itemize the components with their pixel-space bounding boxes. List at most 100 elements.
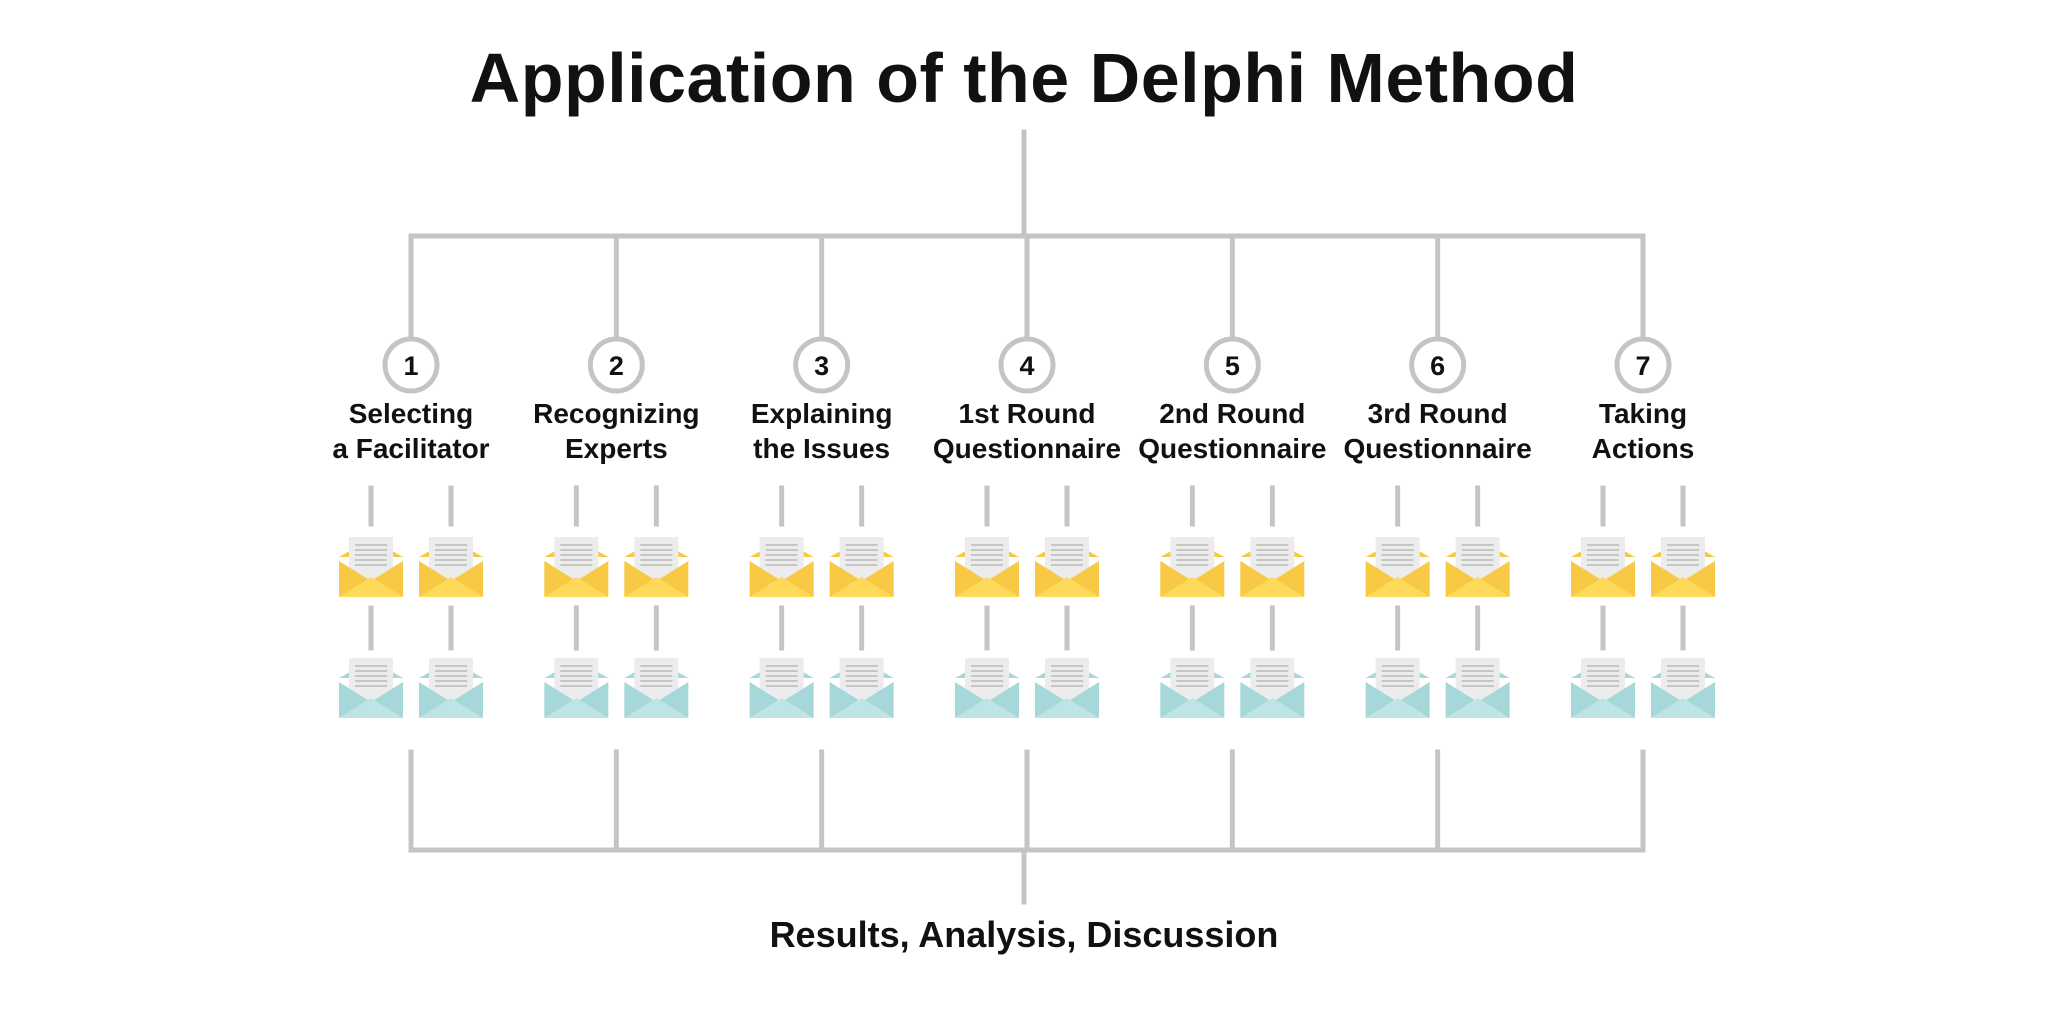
step-3-circle bbox=[793, 336, 851, 394]
step-4-col-1-outgoing-envelope bbox=[955, 658, 1019, 718]
step-4-label-line2: Questionnaire bbox=[932, 433, 1122, 464]
step-6-col-2-outgoing-envelope-fold bbox=[1445, 698, 1510, 718]
step-6-label-line1: 3rd Round bbox=[1367, 398, 1508, 429]
step-4-label-line1: 1st Round bbox=[958, 398, 1096, 429]
step-3-col-1-incoming-envelope-fold bbox=[749, 577, 814, 597]
diagram-title: Application of the Delphi Method bbox=[469, 39, 1579, 117]
step-3-col-2-incoming-envelope bbox=[829, 537, 894, 597]
step-4-col-2-outgoing-envelope bbox=[1035, 658, 1099, 718]
step-7-col-1-outgoing-envelope bbox=[1571, 658, 1635, 718]
step-3-col-2-incoming-envelope-fold bbox=[829, 577, 894, 597]
step-6-col-1-incoming-envelope bbox=[1365, 537, 1430, 597]
step-6-col-1-incoming-envelope-fold bbox=[1365, 577, 1430, 597]
step-5-col-1-outgoing-envelope-fold bbox=[1160, 698, 1225, 718]
step-7: 7 bbox=[1571, 233, 1715, 853]
step-1: 1 bbox=[339, 233, 483, 853]
step-2-col-2-incoming-envelope bbox=[624, 537, 689, 597]
step-7-col-2-outgoing-envelope-fold bbox=[1651, 698, 1715, 718]
step-3-number: 3 bbox=[814, 351, 829, 381]
step-6-col-2-incoming-envelope bbox=[1445, 537, 1510, 597]
step-2-col-1-incoming-envelope-fold bbox=[544, 577, 609, 597]
step-7-col-1-incoming-envelope bbox=[1571, 537, 1635, 597]
step-2-circle bbox=[587, 336, 645, 394]
step-3-col-1-incoming-envelope bbox=[749, 537, 814, 597]
step-1-col-1-outgoing-envelope-fold bbox=[339, 698, 403, 718]
step-6-col-1-outgoing-envelope-fold bbox=[1365, 698, 1430, 718]
step-3-col-2-outgoing-envelope-fold bbox=[829, 698, 894, 718]
step-3-col-1-outgoing-envelope bbox=[749, 658, 814, 718]
step-2-col-2-outgoing-envelope-fold bbox=[624, 698, 689, 718]
step-6-number: 6 bbox=[1430, 351, 1445, 381]
step-1-number: 1 bbox=[403, 351, 418, 381]
step-1-col-2-incoming-envelope bbox=[419, 537, 483, 597]
step-6-col-1-outgoing-envelope bbox=[1365, 658, 1430, 718]
step-5-col-1-incoming-envelope bbox=[1160, 537, 1225, 597]
step-5-col-2-incoming-envelope-fold bbox=[1240, 577, 1305, 597]
step-4-col-1-outgoing-envelope-fold bbox=[955, 698, 1019, 718]
step-5-col-2-outgoing-envelope bbox=[1240, 658, 1305, 718]
step-6-col-2-outgoing-envelope bbox=[1445, 658, 1510, 718]
steps-group: 1 2 3 4 5 6 7 bbox=[339, 233, 1715, 853]
step-4-number: 4 bbox=[1019, 351, 1034, 381]
step-7-col-2-outgoing-envelope bbox=[1651, 658, 1715, 718]
step-3: 3 bbox=[749, 233, 894, 853]
step-5-circle bbox=[1203, 336, 1261, 394]
step-4-col-2-incoming-envelope-fold bbox=[1035, 577, 1099, 597]
step-6-col-2-incoming-envelope-fold bbox=[1445, 577, 1510, 597]
step-2-label-line1: Recognizing bbox=[533, 398, 700, 429]
step-1-label-line1: Selecting bbox=[348, 398, 474, 429]
step-5-number: 5 bbox=[1225, 351, 1240, 381]
step-5-label-line2: Questionnaire bbox=[1138, 433, 1327, 464]
step-1-col-2-outgoing-envelope bbox=[419, 658, 483, 718]
step-6-circle bbox=[1409, 336, 1467, 394]
step-4-col-1-incoming-envelope bbox=[955, 537, 1019, 597]
step-1-label: Selecting a Facilitator bbox=[301, 396, 521, 466]
step-3-label: Explaining the Issues bbox=[712, 396, 932, 466]
step-4-col-1-incoming-envelope-fold bbox=[955, 577, 1019, 597]
step-2-number: 2 bbox=[609, 351, 624, 381]
step-6-label-line2: Questionnaire bbox=[1343, 433, 1532, 464]
step-1-col-2-incoming-envelope-fold bbox=[419, 577, 483, 597]
step-7-col-2-incoming-envelope-fold bbox=[1651, 577, 1715, 597]
step-5-col-2-incoming-envelope bbox=[1240, 537, 1305, 597]
step-5: 5 bbox=[1160, 233, 1305, 853]
step-1-circle bbox=[382, 336, 440, 394]
step-5-col-1-outgoing-envelope bbox=[1160, 658, 1225, 718]
step-2-col-2-outgoing-envelope bbox=[624, 658, 689, 718]
step-5-col-2-outgoing-envelope-fold bbox=[1240, 698, 1305, 718]
step-2-col-2-incoming-envelope-fold bbox=[624, 577, 689, 597]
step-7-label-line1: Taking bbox=[1598, 398, 1688, 429]
step-7-circle bbox=[1614, 336, 1672, 394]
step-7-col-2-incoming-envelope bbox=[1651, 537, 1715, 597]
step-4-col-2-incoming-envelope bbox=[1035, 537, 1099, 597]
step-2-col-1-incoming-envelope bbox=[544, 537, 609, 597]
step-2: 2 bbox=[544, 233, 689, 853]
step-1-col-2-outgoing-envelope-fold bbox=[419, 698, 483, 718]
step-1-col-1-incoming-envelope bbox=[339, 537, 403, 597]
step-3-col-2-outgoing-envelope bbox=[829, 658, 894, 718]
step-3-label-line1: Explaining bbox=[750, 398, 893, 429]
step-7-number: 7 bbox=[1635, 351, 1650, 381]
step-1-label-line2: a Facilitator bbox=[332, 433, 490, 464]
step-1-col-1-incoming-envelope-fold bbox=[339, 577, 403, 597]
step-7-label-line2: Actions bbox=[1591, 433, 1695, 464]
step-4-circle bbox=[998, 336, 1056, 394]
step-1-col-1-outgoing-envelope bbox=[339, 658, 403, 718]
step-2-label-line2: Experts bbox=[564, 433, 668, 464]
step-2-col-1-outgoing-envelope-fold bbox=[544, 698, 609, 718]
results-label: Results, Analysis, Discussion bbox=[769, 914, 1279, 955]
step-4-col-2-outgoing-envelope-fold bbox=[1035, 698, 1099, 718]
step-4: 4 bbox=[955, 233, 1099, 853]
step-2-col-1-outgoing-envelope bbox=[544, 658, 609, 718]
step-7-col-1-outgoing-envelope-fold bbox=[1571, 698, 1635, 718]
step-5-label-line1: 2nd Round bbox=[1159, 398, 1306, 429]
step-3-col-1-outgoing-envelope-fold bbox=[749, 698, 814, 718]
step-6: 6 bbox=[1365, 233, 1510, 853]
step-3-label-line2: the Issues bbox=[753, 433, 891, 464]
